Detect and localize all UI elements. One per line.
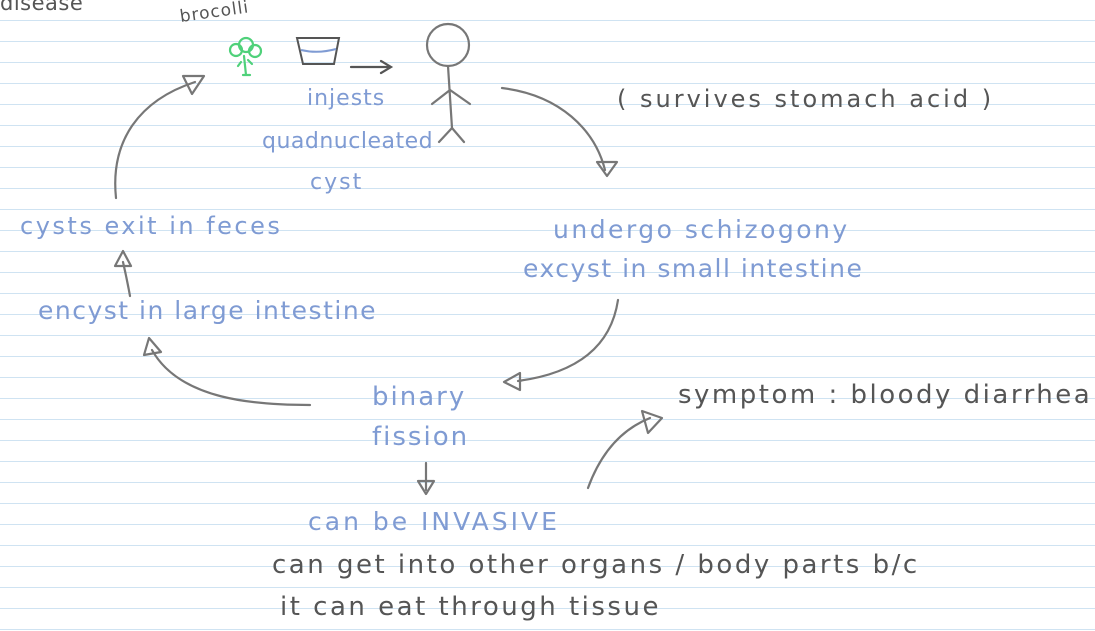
cycle-arrows — [113, 74, 664, 496]
label-invasive: can be INVASIVE — [308, 507, 560, 536]
label-schizogony: undergo schizogony — [553, 215, 850, 244]
label-excyst: excyst in small intestine — [523, 254, 864, 283]
arrow-to-symptom — [586, 416, 652, 490]
arrow-to-brocolli — [114, 80, 197, 200]
label-encyst: encyst in large intestine — [38, 296, 378, 325]
label-cysts-exit: cysts exit in feces — [20, 212, 283, 240]
label-tissue: it can eat through tissue — [280, 592, 661, 622]
label-symptom: symptom : bloody diarrhea — [678, 380, 1093, 410]
water-cup-icon — [295, 37, 341, 65]
arrow-to-schizogony — [500, 86, 607, 172]
label-fission: fission — [372, 422, 470, 452]
label-quadnucleated: quadnucleated — [262, 129, 434, 154]
label-cyst: cyst — [310, 170, 364, 195]
stick-figure-icon — [425, 22, 472, 144]
ingest-arrow — [349, 59, 394, 75]
broccoli-icon — [228, 36, 263, 77]
label-ingests: injests — [307, 86, 386, 111]
arrow-to-encyst — [150, 348, 312, 407]
label-survives-stomach-acid: ( survives stomach acid ) — [617, 85, 995, 113]
label-organs: can get into other organs / body parts b… — [272, 550, 920, 580]
label-binary: binary — [372, 382, 467, 412]
arrow-to-binary-fission — [516, 298, 620, 383]
page-title: disease — [0, 0, 84, 15]
